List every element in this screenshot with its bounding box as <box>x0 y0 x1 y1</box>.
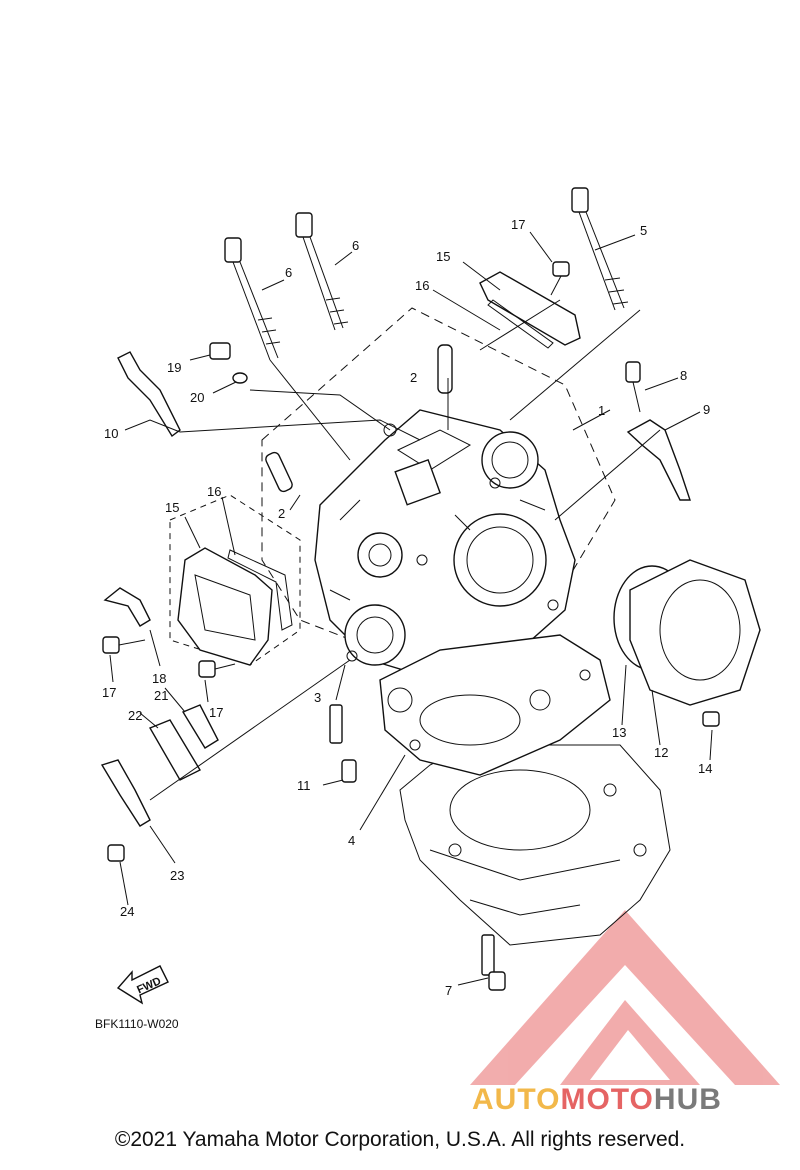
callout-10: 10 <box>104 426 118 441</box>
bolt-17-mid <box>198 660 236 678</box>
copyright-notice: ©2021 Yamaha Motor Corporation, U.S.A. A… <box>114 1128 686 1151</box>
bolt-8 <box>625 361 641 413</box>
callout-8: 8 <box>680 368 687 383</box>
callout-2-top: 2 <box>410 370 417 385</box>
spark-plug <box>117 351 181 438</box>
callout-16-left: 16 <box>207 484 221 499</box>
callout-6-mid: 6 <box>352 238 359 253</box>
watermark-text-auto: AUTO <box>472 1083 561 1116</box>
pipe-23 <box>100 759 151 827</box>
callout-7: 7 <box>445 983 452 998</box>
callout-14: 14 <box>698 761 712 776</box>
drawing-code: BFK1110-W020 <box>95 1017 179 1031</box>
callout-2-left: 2 <box>278 506 285 521</box>
bolt-24 <box>107 844 125 862</box>
hose-joint-18 <box>103 587 151 627</box>
cover-15-top <box>479 271 581 349</box>
callout-17-left: 17 <box>102 685 116 700</box>
watermark-text-moto: MOTO <box>560 1083 654 1116</box>
callout-19: 19 <box>167 360 181 375</box>
bolt-19 <box>209 342 231 360</box>
watermark-logo-icon <box>470 910 780 1085</box>
dowel-11 <box>341 759 357 783</box>
valve-guide-2b <box>265 451 293 493</box>
reed-valve-21 <box>181 704 219 749</box>
head-gasket <box>379 634 611 776</box>
callout-16-top: 16 <box>415 278 429 293</box>
callout-18: 18 <box>152 671 166 686</box>
callout-17-top: 17 <box>511 217 525 232</box>
callout-17-mid: 17 <box>209 705 223 720</box>
gasket-16 <box>227 549 293 631</box>
stud-bolt-5 <box>571 187 629 311</box>
callout-1: 1 <box>598 403 605 418</box>
callout-6-left: 6 <box>285 265 292 280</box>
callout-11: 11 <box>297 778 311 793</box>
bolt-7 <box>481 934 506 991</box>
bracket-9 <box>626 419 691 501</box>
washer-20 <box>232 372 248 384</box>
watermark-text-hub: HUB <box>653 1083 722 1116</box>
bolt-17-top <box>550 261 570 296</box>
callout-23: 23 <box>170 868 184 883</box>
callout-3: 3 <box>314 690 321 705</box>
dowel-3 <box>329 704 343 744</box>
cylinder-head-boundary <box>261 307 616 683</box>
valve-cover-15 <box>177 547 273 666</box>
cylinder-block <box>399 744 671 946</box>
callout-13: 13 <box>612 725 626 740</box>
stud-bolt-6b <box>295 212 349 331</box>
valve-guide-2a <box>437 344 453 394</box>
cylinder-head <box>314 409 576 681</box>
callout-12: 12 <box>654 745 668 760</box>
callout-5: 5 <box>640 223 647 238</box>
gasket-22 <box>148 719 201 781</box>
forward-arrow-icon: FWD <box>116 965 169 1005</box>
callout-22: 22 <box>128 708 142 723</box>
callout-21: 21 <box>154 688 168 703</box>
callout-15-left: 15 <box>165 500 179 515</box>
callout-20: 20 <box>190 390 204 405</box>
callout-4: 4 <box>348 833 355 848</box>
joint-12 <box>629 559 761 706</box>
callout-15-top: 15 <box>436 249 450 264</box>
callout-24: 24 <box>120 904 134 919</box>
callout-9: 9 <box>703 402 710 417</box>
bolt-14 <box>702 711 720 727</box>
stud-bolt-6a <box>224 237 281 361</box>
leader-lines <box>109 231 713 986</box>
bolt-17-left <box>102 636 146 654</box>
watermark-logo-text: AUTOMOTOHUB <box>472 1083 722 1117</box>
